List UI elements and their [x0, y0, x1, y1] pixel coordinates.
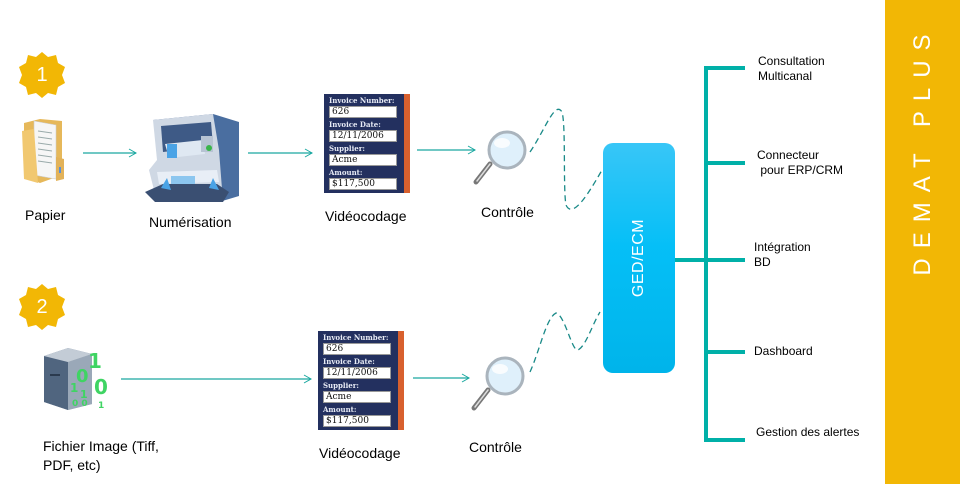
svg-text:1: 1 [88, 349, 102, 373]
invoice-field-value: Acme [329, 154, 397, 166]
invoice-field-label: Amount: [329, 168, 363, 177]
invoice-field-value: 12/11/2006 [323, 367, 391, 379]
svg-text:1: 1 [70, 381, 78, 395]
step-label-controle-2: Contrôle [469, 439, 522, 455]
step-label-controle-1: Contrôle [481, 204, 534, 220]
invoice-field-value: $117,500 [323, 415, 391, 427]
scanner-icon [145, 114, 239, 202]
svg-text:0: 0 [94, 375, 108, 399]
svg-text:1: 1 [98, 401, 104, 411]
invoice-field-label: Invoice Number: [323, 333, 389, 342]
invoice-form-icon: Invoice Number: 626 Invoice Date: 12/11/… [318, 331, 404, 430]
dashed-link-controle-2-hub [529, 311, 601, 373]
invoice-form-icon: Invoice Number: 626 Invoice Date: 12/11/… [324, 94, 410, 193]
badge-number: 1 [36, 64, 48, 86]
svg-text:0 0: 0 0 [72, 399, 88, 409]
invoice-field-value: Acme [323, 391, 391, 403]
step-label-papier: Papier [25, 207, 66, 223]
step-label-fichier-image-line2: PDF, etc) [43, 457, 101, 473]
step-label-numerisation: Numérisation [149, 214, 232, 230]
step-badge-1: 1 [18, 51, 66, 99]
invoice-field-label: Invoice Date: [323, 357, 375, 366]
svg-text:0: 0 [76, 366, 89, 387]
brand-sidebar: DEMAT PLUS [885, 0, 960, 484]
output-connecteur-erp-crm: Connecteur pour ERP/CRM [757, 148, 844, 177]
dashed-link-controle-1-hub [529, 108, 603, 210]
invoice-field-label: Amount: [323, 405, 357, 414]
output-integration-bd: Intégration BD [754, 240, 811, 269]
invoice-field-value: 626 [323, 343, 391, 355]
invoice-field-label: Supplier: [329, 144, 365, 153]
step-label-fichier-image-line1: Fichier Image (Tiff, [43, 438, 159, 454]
output-gestion-alertes: Gestion des alertes [756, 425, 860, 439]
output-dashboard: Dashboard [754, 344, 813, 358]
invoice-field-label: Invoice Date: [329, 120, 381, 129]
magnifier-icon [473, 130, 527, 185]
invoice-field-value: 12/11/2006 [329, 130, 397, 142]
output-branch-tree [675, 66, 745, 442]
folder-icon [22, 119, 64, 183]
output-consultation-multicanal: Consultation Multicanal [758, 54, 825, 83]
badge-star-icon [19, 52, 65, 98]
badge-number: 2 [36, 296, 48, 318]
ged-ecm-hub: GED/ECM [603, 143, 675, 373]
invoice-field-value: 626 [329, 106, 397, 118]
invoice-field-value: $117,500 [329, 178, 397, 190]
hub-label: GED/ECM [630, 218, 647, 298]
invoice-field-label: Supplier: [323, 381, 359, 390]
badge-star-icon [19, 284, 65, 330]
step-label-videocodage-2: Vidéocodage [319, 445, 401, 461]
step-label-videocodage-1: Vidéocodage [325, 208, 407, 224]
step-badge-2: 2 [18, 283, 66, 331]
svg-text:1: 1 [80, 388, 88, 401]
magnifier-icon [471, 356, 525, 411]
binary-file-icon: 1 0 1 0 1 0 0 1 [44, 348, 108, 411]
invoice-field-label: Invoice Number: [329, 96, 395, 105]
